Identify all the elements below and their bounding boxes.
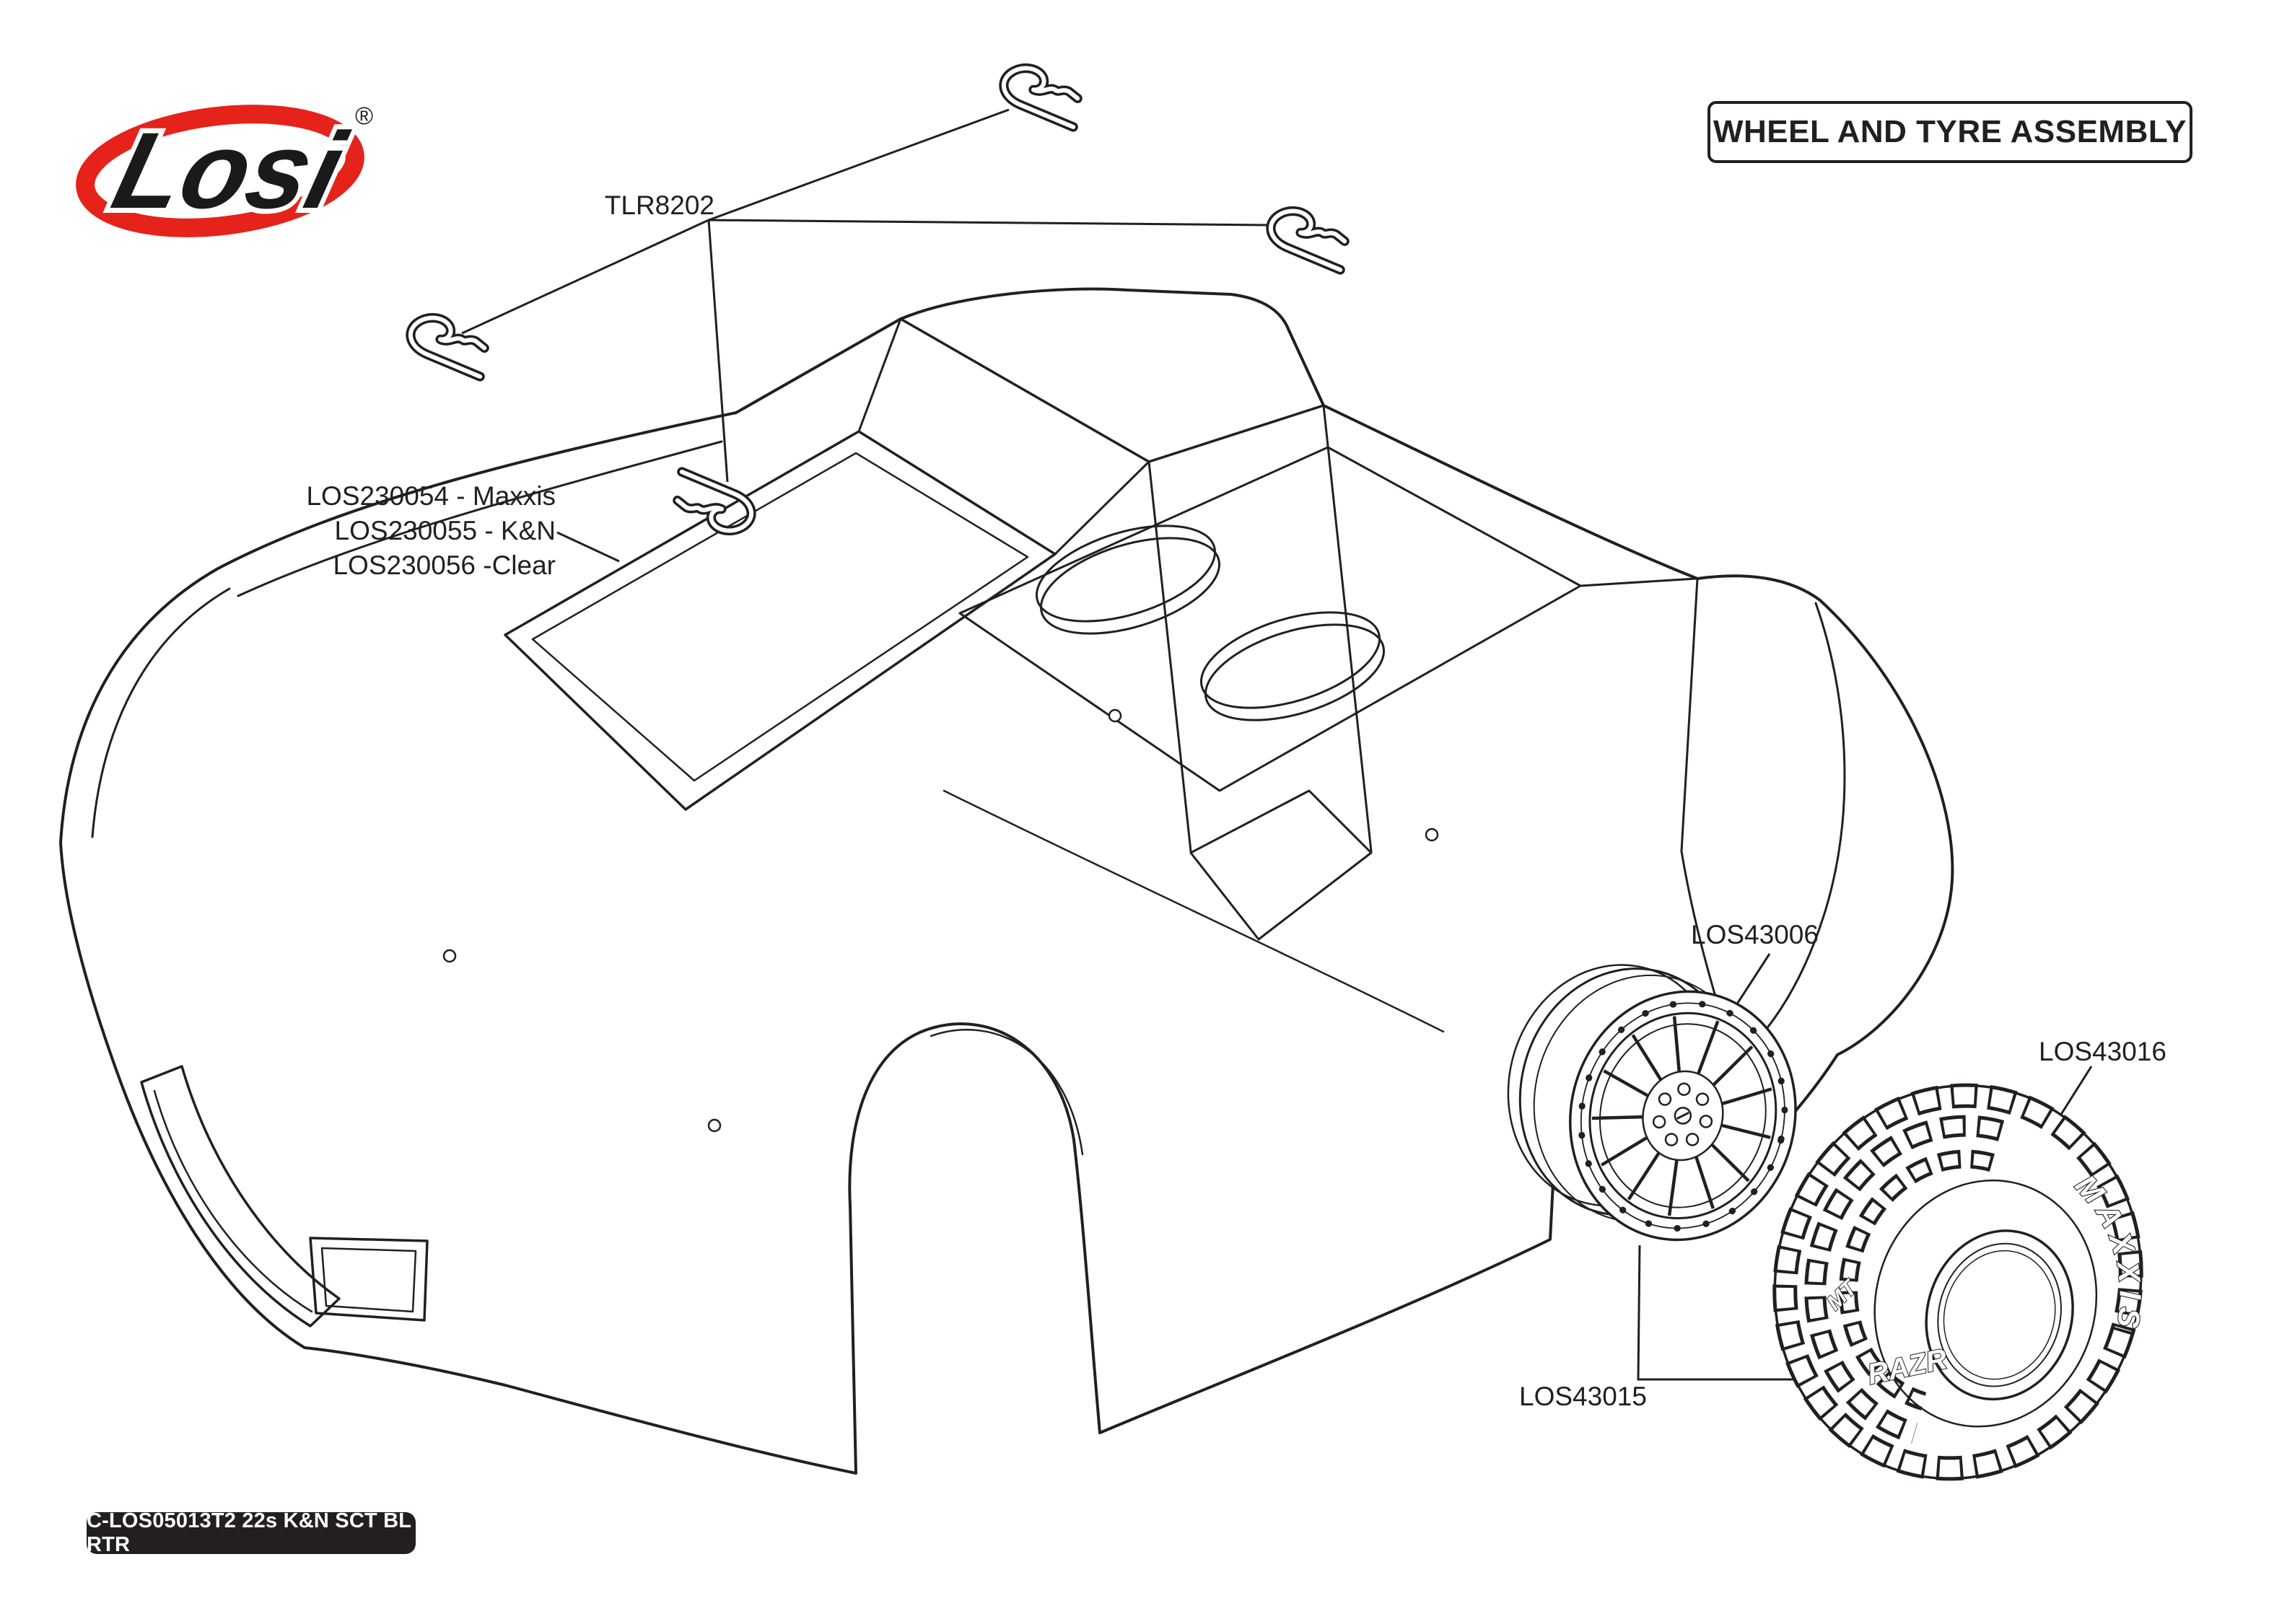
leader-clip-bottom [707, 219, 729, 483]
label-body-clips: TLR8202 [605, 190, 714, 220]
label-wheel-tyre-assembly: LOS43015 [1519, 1382, 1647, 1411]
footer-part-code-badge: C-LOS05013T2 22s K&N SCT BL RTR [87, 1509, 416, 1556]
beadlock-screws [1578, 999, 1788, 1232]
tyre-drawing: MAXXIS RAZR MT [1772, 1083, 2185, 1481]
logo-wordmark: Losi [102, 110, 357, 231]
intake-pods [1035, 524, 1386, 721]
label-body-option-clear: LOS230056 -Clear [333, 550, 556, 580]
side-window [1189, 789, 1373, 941]
body-clip-pin-right [1271, 211, 1344, 270]
losi-logo: Losi ® [76, 102, 373, 237]
body-clip-pin-left [411, 318, 484, 377]
label-wheel: LOS43006 [1691, 920, 1819, 949]
front-grille-quad [309, 1237, 429, 1322]
label-body-option-kn: LOS230055 - K&N [335, 516, 556, 545]
body-clip-pin-top [1004, 69, 1077, 127]
label-tyre: LOS43016 [2039, 1037, 2166, 1066]
footer-part-code: C-LOS05013T2 22s K&N SCT BL RTR [87, 1509, 411, 1556]
leader-clip-left [461, 219, 709, 335]
leader-lines [461, 108, 2093, 1381]
page-title-box: WHEEL AND TYRE ASSEMBLY [1707, 101, 2192, 163]
leader-clip-top [708, 108, 1010, 221]
leader-assembly [1637, 1245, 1797, 1381]
page-title: WHEEL AND TYRE ASSEMBLY [1713, 114, 2187, 149]
wheel-drawing [1507, 964, 1797, 1242]
front-grille-band [140, 1065, 429, 1327]
label-body-option-maxxis: LOS230054 - Maxxis [306, 481, 556, 511]
wheel-spokes [1591, 1016, 1772, 1216]
registered-mark-icon: ® [355, 102, 373, 130]
leader-clip-right [708, 219, 1271, 227]
leader-body [556, 531, 620, 563]
part-labels: TLR8202 LOS230054 - Maxxis LOS230055 - K… [306, 190, 2166, 1411]
body-silhouette [59, 287, 1954, 1475]
wheel-hub [1652, 1082, 1713, 1146]
logo-swoosh [76, 105, 364, 237]
truck-body-drawing [59, 287, 1954, 1475]
body-post-holes [442, 708, 1439, 1133]
